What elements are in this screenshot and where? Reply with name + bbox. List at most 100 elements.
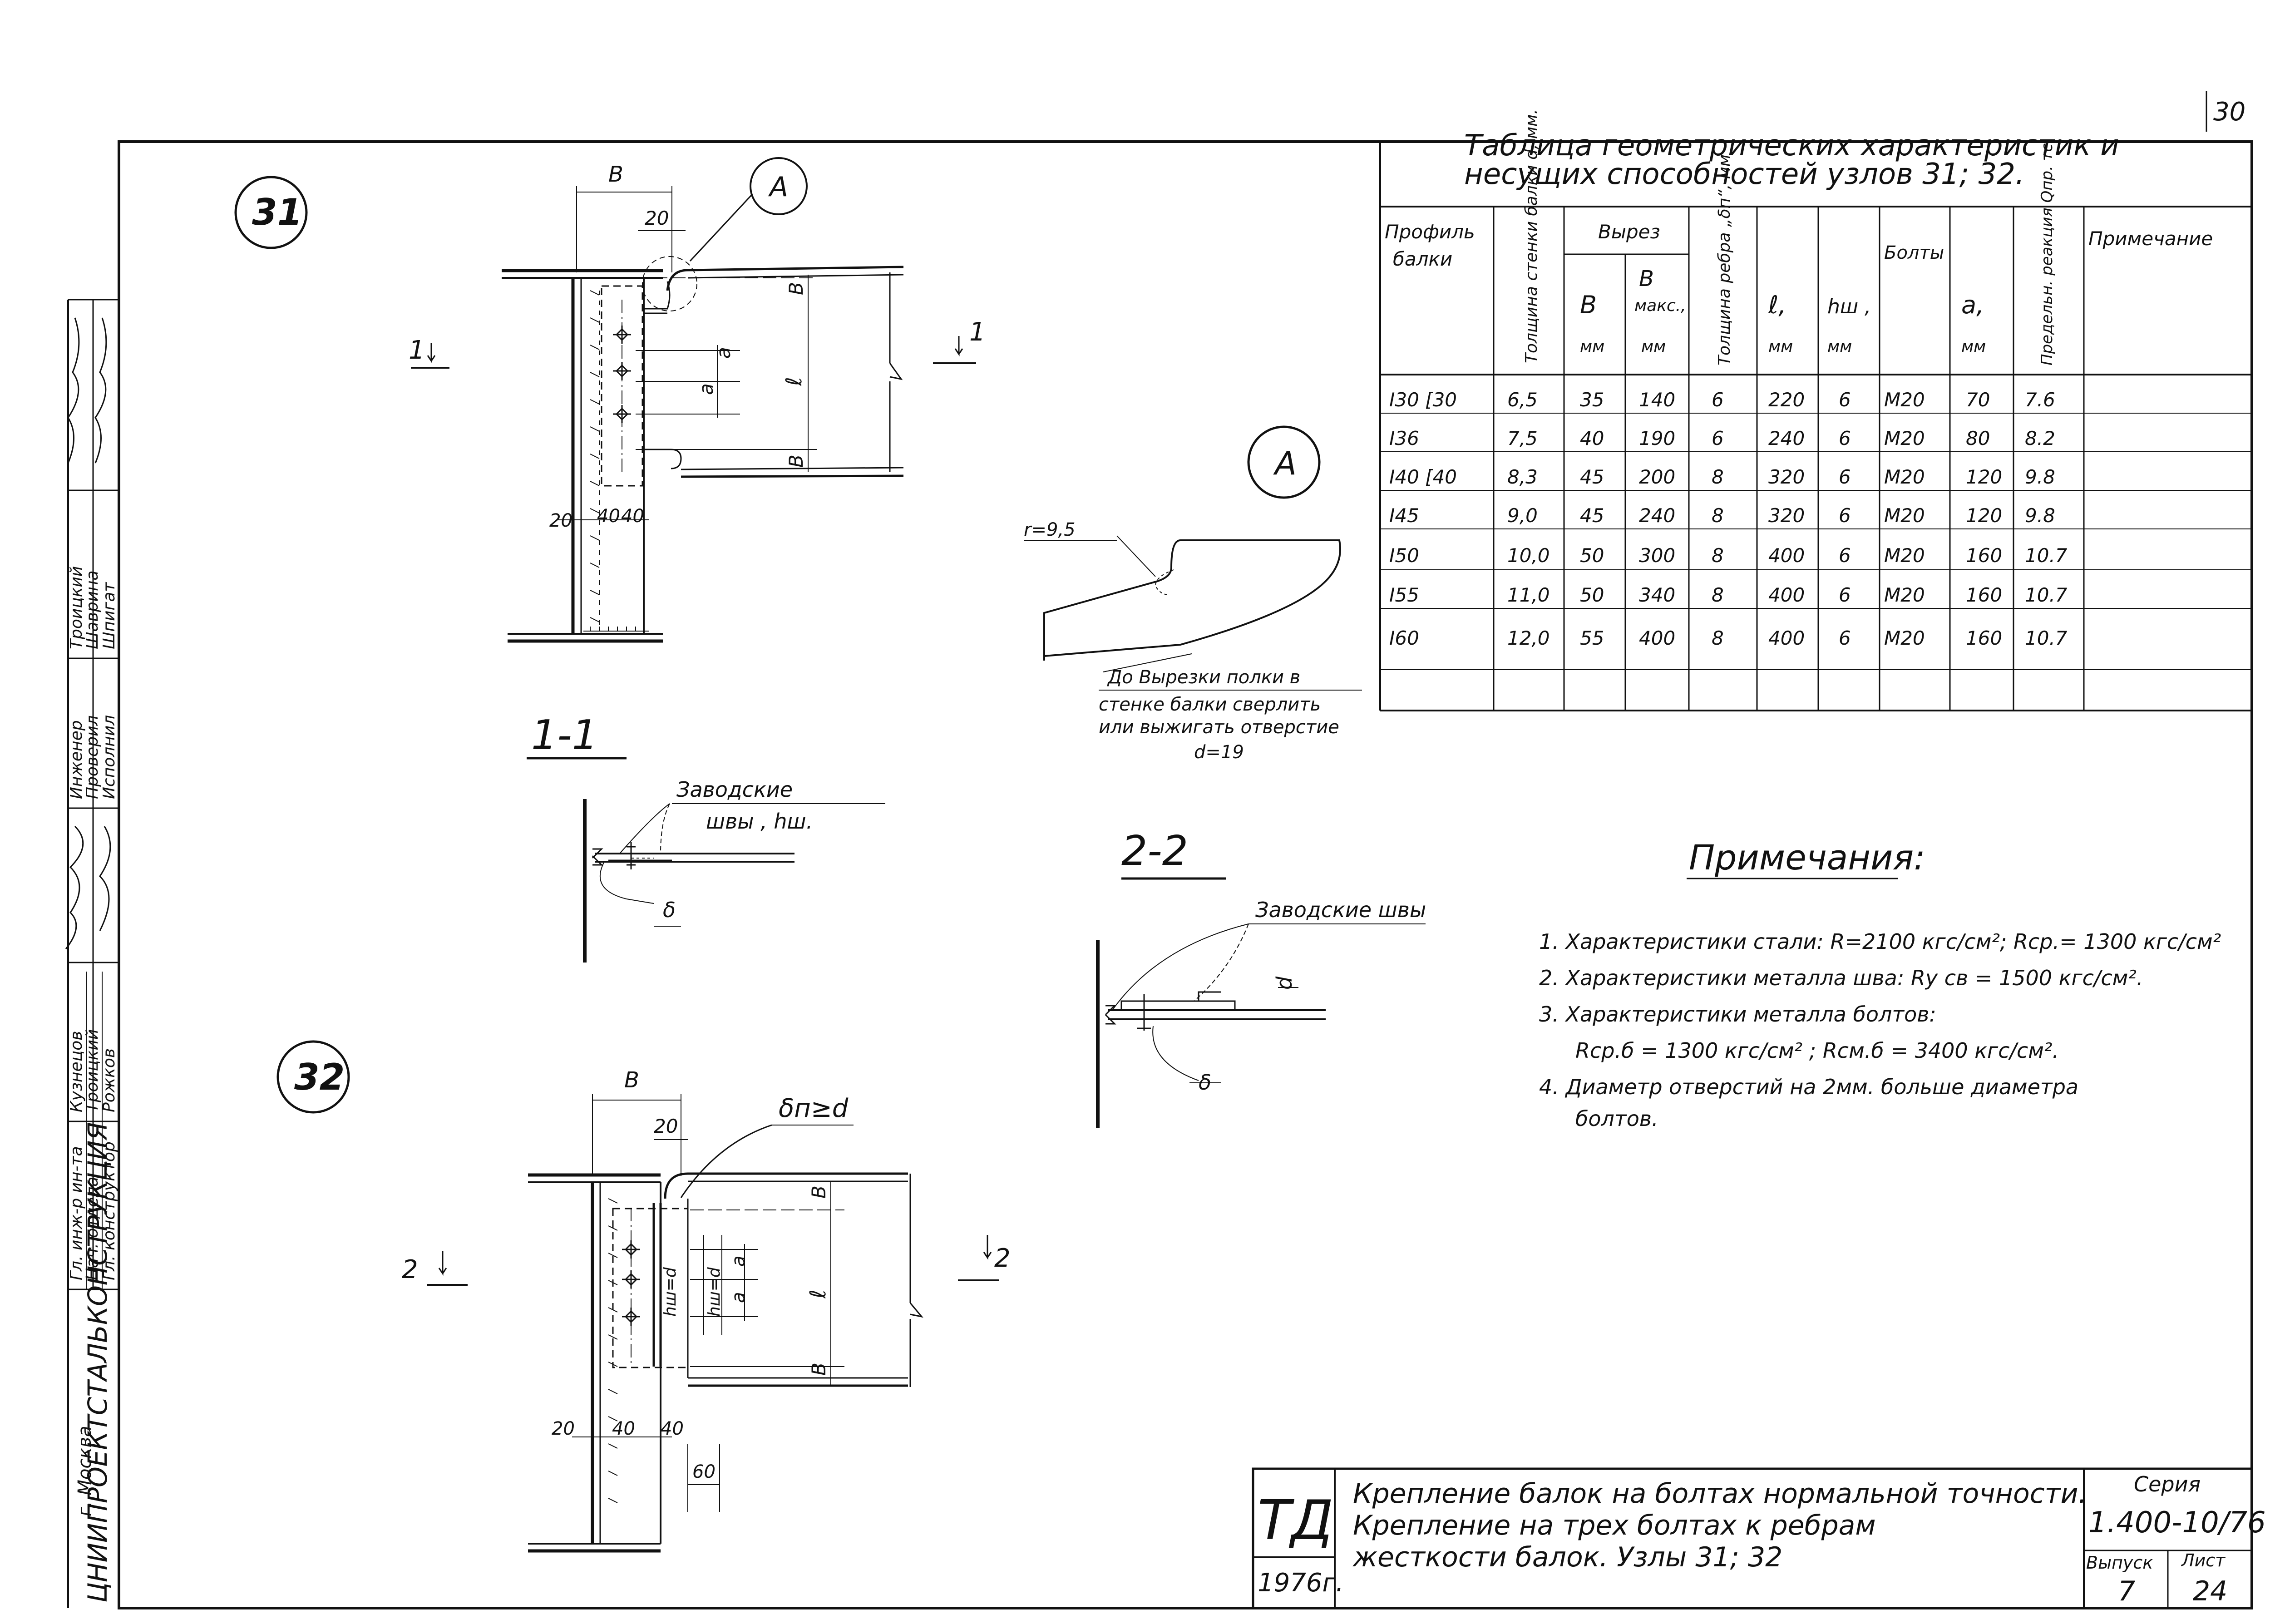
- issue-label: Выпуск: [2086, 1553, 2153, 1573]
- name-2: Троицкий: [83, 1029, 102, 1112]
- section-2-2-d: d: [1272, 976, 1297, 990]
- detail-a-drawing: A r=9,5 До Вырезки полки в стенке балки …: [1024, 425, 1362, 763]
- header-hw: hш ,: [1827, 295, 1871, 318]
- table-cell-rib: 8: [1712, 544, 1724, 567]
- table-cell-hw: 6: [1839, 466, 1851, 488]
- name-4: Троицкий: [67, 566, 86, 649]
- role-6: Исполнил: [100, 715, 118, 799]
- table-cell-q: 9.8: [2025, 504, 2055, 527]
- table-cell-bolt: M20: [1884, 466, 1925, 488]
- header-hw-mm: мм: [1827, 337, 1852, 356]
- table-cell-a: 70: [1966, 389, 1990, 411]
- table-cell-q: 10.7: [2025, 584, 2068, 606]
- header-l: ℓ,: [1768, 291, 1786, 319]
- table-cell-bmax: 300: [1639, 544, 1675, 567]
- role-4: Инженер: [67, 720, 86, 799]
- table-cell-a: 120: [1966, 466, 2002, 488]
- header-cutout: Вырез: [1598, 221, 1660, 243]
- table-cell-hw: 6: [1839, 389, 1851, 411]
- callout-a-label: A: [768, 171, 788, 203]
- signature-2: [94, 317, 107, 464]
- header-l-mm: мм: [1768, 337, 1793, 356]
- dim-l-31: ℓ: [781, 377, 807, 386]
- table-cell-rib: 8: [1712, 584, 1724, 606]
- section-2-2-weld-label: Заводские швы: [1255, 898, 1426, 922]
- table-cell-bolt: M20: [1884, 544, 1925, 567]
- detail-note-4: d=19: [1194, 742, 1244, 763]
- table-cell-hw: 6: [1839, 427, 1851, 449]
- table-cell-a: 120: [1966, 504, 2002, 527]
- dim-20-31b: 20: [549, 510, 572, 531]
- node-31-label: 31: [252, 191, 302, 233]
- year: 1976г.: [1258, 1568, 1344, 1598]
- dim-a1-31: a: [712, 347, 735, 359]
- table-title-2: несущих способностей узлов 31; 32.: [1464, 158, 2024, 191]
- dim-20-32b: 20: [552, 1418, 575, 1439]
- header-bolts: Болты: [1884, 242, 1944, 263]
- signature-4: [99, 826, 111, 931]
- name-5: Шаврина: [83, 570, 102, 649]
- notes-block: Примечания: 1. Характеристики стали: R=2…: [1539, 837, 2221, 1131]
- drawing-frame: [118, 140, 2253, 1609]
- table-cell-q: 9.8: [2025, 466, 2055, 488]
- table-cell-profile: I50: [1389, 544, 1419, 567]
- table-cell-a: 160: [1966, 544, 2002, 567]
- header-reaction: Предельн. реакция Qпр. тс.: [2038, 138, 2056, 365]
- header-bmax-mm: мм: [1641, 337, 1666, 356]
- table-cell-bolt: M20: [1884, 504, 1925, 527]
- series-number: 1.400-10/76: [2088, 1506, 2266, 1540]
- table-cell-rib: 6: [1712, 389, 1724, 411]
- role-3: Гл. конструктор: [100, 1141, 118, 1280]
- dim-b-32: B: [624, 1067, 639, 1093]
- table-cell-profile: I36: [1389, 427, 1419, 449]
- table-cell-bmax: 190: [1639, 427, 1675, 449]
- dim-a2-31: a: [695, 383, 717, 395]
- note-4-cont: болтов.: [1575, 1106, 1658, 1131]
- header-a: a,: [1961, 291, 1984, 319]
- table-cell-bmax: 240: [1639, 504, 1675, 527]
- header-rib: Толщина ребра „δп“, мм: [1715, 154, 1734, 365]
- table-cell-bmax: 340: [1639, 584, 1675, 606]
- section-2-mark-left: 2: [402, 1255, 418, 1284]
- table-cell-profile: I55: [1389, 584, 1419, 606]
- dim-40a-32: 40: [612, 1418, 635, 1439]
- node-31-drawing: 31 B: [234, 157, 986, 643]
- table-cell-hw: 6: [1839, 627, 1851, 649]
- section-1-1-weld-label: Заводские: [676, 777, 793, 802]
- section-1-1-weld-label-2: швы , hш.: [706, 809, 813, 834]
- header-a-mm: мм: [1961, 337, 1986, 356]
- dim-60-32: 60: [692, 1461, 716, 1482]
- title-block: ТД 1976г. Крепление балок на болтах норм…: [1252, 1467, 2266, 1609]
- callout-a-circle: [750, 157, 808, 215]
- table-cell-b: 35: [1580, 389, 1604, 411]
- table-cell-d: 8,3: [1507, 466, 1538, 488]
- table-cell-q: 8.2: [2025, 427, 2055, 449]
- table-cell-b: 45: [1580, 504, 1604, 527]
- dim-40a-31: 40: [597, 506, 620, 527]
- role-1: Гл. инж-р ин-та: [67, 1146, 86, 1280]
- table-cell-d: 7,5: [1507, 427, 1538, 449]
- sheet-number: 24: [2193, 1575, 2227, 1607]
- table-cell-l: 400: [1768, 544, 1805, 567]
- table-cell-l: 320: [1768, 466, 1805, 488]
- note-3-values: Rср.б = 1300 кгс/см² ; Rсм.б = 3400 кгс/…: [1575, 1038, 2059, 1063]
- table-cell-d: 6,5: [1507, 389, 1538, 411]
- title-line-3: жесткости балок. Узлы 31; 32: [1352, 1541, 1782, 1573]
- detail-a-circle: [1247, 425, 1321, 499]
- table-cell-profile: I60: [1389, 627, 1419, 649]
- rib-thickness-label: δп≥d: [779, 1094, 849, 1123]
- dim-a2-32: a: [728, 1292, 749, 1303]
- table-cell-d: 9,0: [1507, 504, 1538, 527]
- header-profile-2: балки: [1393, 248, 1452, 270]
- node-32-label: 32: [294, 1056, 345, 1098]
- table-cell-b: 55: [1580, 627, 1604, 649]
- table-cell-bolt: M20: [1884, 389, 1925, 411]
- table-cell-l: 240: [1768, 427, 1805, 449]
- section-2-2-title: 2-2: [1121, 827, 1188, 875]
- table-cell-profile: I30 [30: [1389, 389, 1457, 411]
- callout-a-zone: [642, 256, 697, 311]
- table-cell-hw: 6: [1839, 504, 1851, 527]
- dim-b-bot-31: B: [785, 454, 807, 468]
